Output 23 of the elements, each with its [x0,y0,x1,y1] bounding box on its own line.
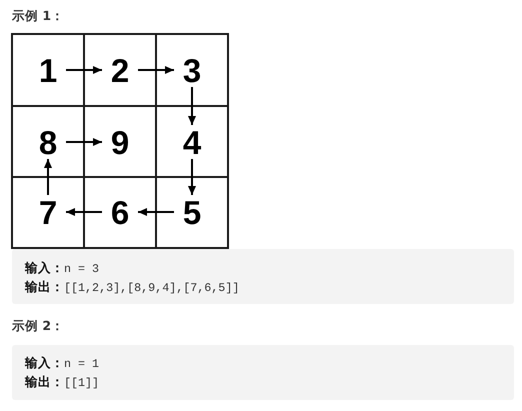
arrow [138,208,174,216]
arrow [66,208,102,216]
matrix-number: 6 [102,195,138,229]
matrix-number: 2 [102,53,138,87]
matrix-number: 8 [30,125,66,159]
arrow [188,87,196,125]
input-text: 输入：n = 3 [25,259,100,278]
output-text: 输出：[[1]] [25,373,100,392]
arrow [138,66,174,74]
arrow [66,138,102,146]
matrix-number: 5 [174,195,210,229]
matrix-number: 3 [174,53,210,87]
matrix-number: 9 [102,125,138,159]
matrix-number: 4 [174,125,210,159]
example-heading: 示例 2： [12,317,64,334]
example-heading: 示例 1： [12,7,64,24]
input-text: 输入：n = 1 [25,354,100,373]
matrix-number: 1 [30,53,66,87]
output-text: 输出：[[1,2,3],[8,9,4],[7,6,5]] [25,278,240,297]
arrow [66,66,102,74]
matrix-number: 7 [30,195,66,229]
arrow [44,159,52,195]
arrow [188,159,196,195]
